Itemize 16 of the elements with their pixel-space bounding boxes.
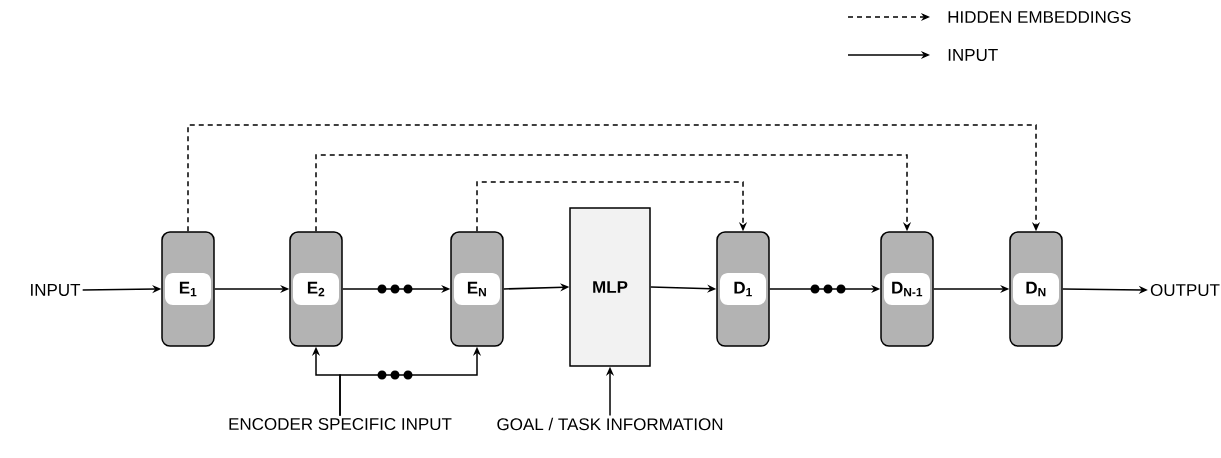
- arrow: [476, 181, 748, 232]
- mlp-box: MLP: [569, 207, 651, 367]
- legend-label: HIDDEN EMBEDDINGS: [948, 11, 1131, 24]
- encoder-block: E$_{N}$: [450, 231, 504, 347]
- decoder-block: D$_{1}$: [716, 231, 770, 347]
- source-label: GOAL / TASK INFORMATION: [497, 417, 723, 431]
- decoder-block: D$_{N}$: [1009, 231, 1063, 347]
- input-label: INPUT: [31, 284, 81, 296]
- arrow: [315, 154, 912, 232]
- legend-label: INPUT: [948, 49, 998, 61]
- encoder-block: E$_{2}$: [289, 231, 343, 347]
- arrow: [187, 124, 1041, 232]
- input-label: OUTPUT: [1150, 284, 1220, 297]
- encoder-block: E$_{1}$: [161, 231, 215, 347]
- source-label: ENCODER SPECIFIC INPUT: [229, 418, 452, 431]
- decoder-block: D$_{N-1}$: [880, 231, 934, 347]
